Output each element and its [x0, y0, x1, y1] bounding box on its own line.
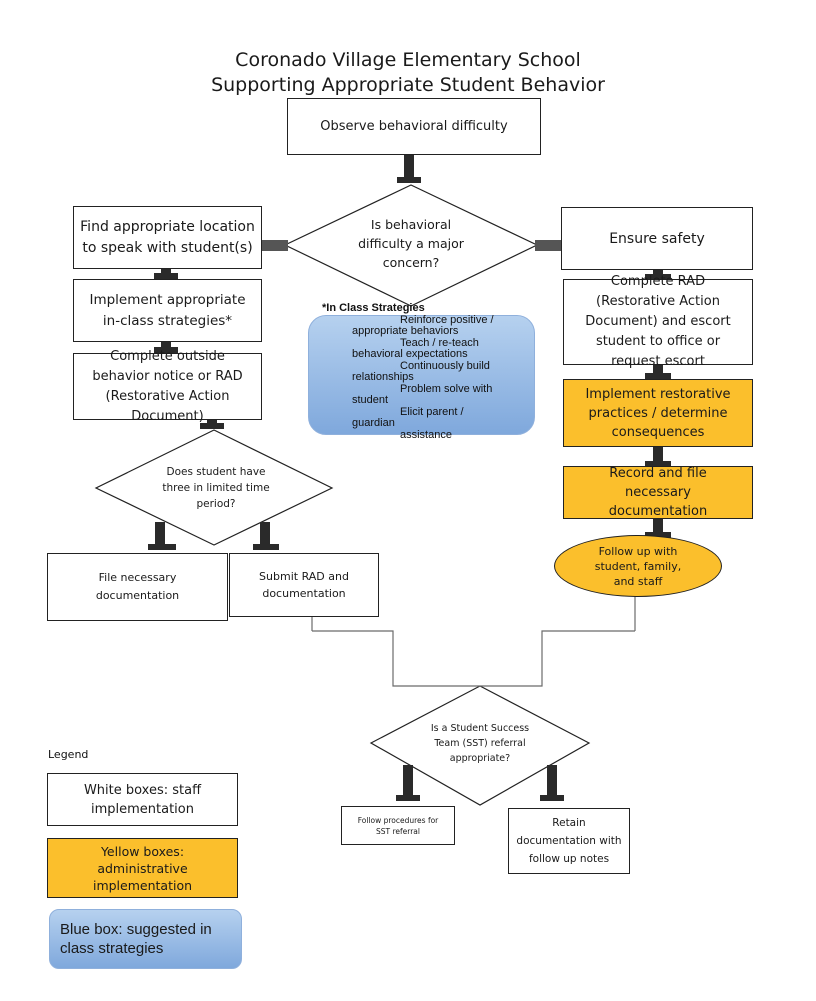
diamond-three-text: Does student have three in limited time …: [162, 466, 270, 510]
legend-blue-box: Blue box: suggested in class strategies: [49, 909, 242, 969]
strategy-line: Continuously build: [400, 359, 490, 372]
diamond-major-concern-text: Is behavioral difficulty a major concern…: [358, 216, 464, 270]
diamond-sst-text: Is a Student Success Team (SST) referral…: [430, 722, 530, 764]
box-submit-rad: Submit RAD and documentation: [229, 553, 379, 617]
legend-yellow-box: Yellow boxes: administrative implementat…: [47, 838, 238, 898]
strategies-text: *In Class Strategies Reinforce positive …: [322, 302, 532, 441]
strategy-line: guardian: [352, 417, 395, 429]
box-find-location: Find appropriate location to speak with …: [73, 206, 262, 269]
legend-white-box: White boxes: staff implementation: [47, 773, 238, 826]
box-record-file: Record and file necessary documentation: [563, 466, 753, 519]
box-ensure-safety: Ensure safety: [561, 207, 753, 270]
box-follow-sst: Follow procedures for SST referral: [341, 806, 455, 845]
legend-label: Legend: [48, 748, 89, 761]
box-observe: Observe behavioral difficulty: [287, 98, 541, 155]
title-line-1: Coronado Village Elementary School: [235, 49, 581, 71]
bar-left: [262, 240, 288, 251]
title-line-2: Supporting Appropriate Student Behavior: [211, 74, 605, 96]
diamond-sst: [369, 685, 591, 806]
box-retain-docs: Retain documentation with follow up note…: [508, 808, 630, 874]
strategy-line: Problem solve with: [400, 382, 493, 395]
strategy-line: appropriate behaviors: [352, 325, 459, 337]
strategy-line: assistance: [400, 428, 452, 441]
box-file-documentation: File necessary documentation: [47, 553, 228, 621]
strategy-line: Reinforce positive /: [400, 313, 494, 326]
strategy-line: Elicit parent /: [400, 405, 464, 418]
box-complete-rad-escort: Complete RAD (Restorative Action Documen…: [563, 274, 753, 369]
box-observe-text: Observe behavioral difficulty: [320, 119, 508, 134]
box-in-class-strategies: [308, 315, 535, 435]
ellipse-follow-up: Follow up with student, family, and staf…: [554, 535, 722, 597]
box-complete-notice: Complete outside behavior notice or RAD …: [73, 349, 262, 424]
strategy-line: behavioral expectations: [352, 348, 468, 360]
page-title: Coronado Village Elementary School Suppo…: [0, 48, 816, 98]
box-restorative-practices: Implement restorative practices / determ…: [563, 379, 753, 447]
strategy-line: student: [352, 394, 389, 406]
diamond-three-in-period: [94, 429, 334, 546]
box-implement-in-class: Implement appropriate in-class strategie…: [73, 279, 262, 342]
strategies-heading: *In Class Strategies: [322, 302, 425, 314]
strategy-line: relationships: [352, 371, 414, 383]
bar-right: [535, 240, 561, 251]
strategy-line: Teach / re-teach: [400, 336, 479, 349]
diamond-major-concern: [283, 184, 539, 307]
